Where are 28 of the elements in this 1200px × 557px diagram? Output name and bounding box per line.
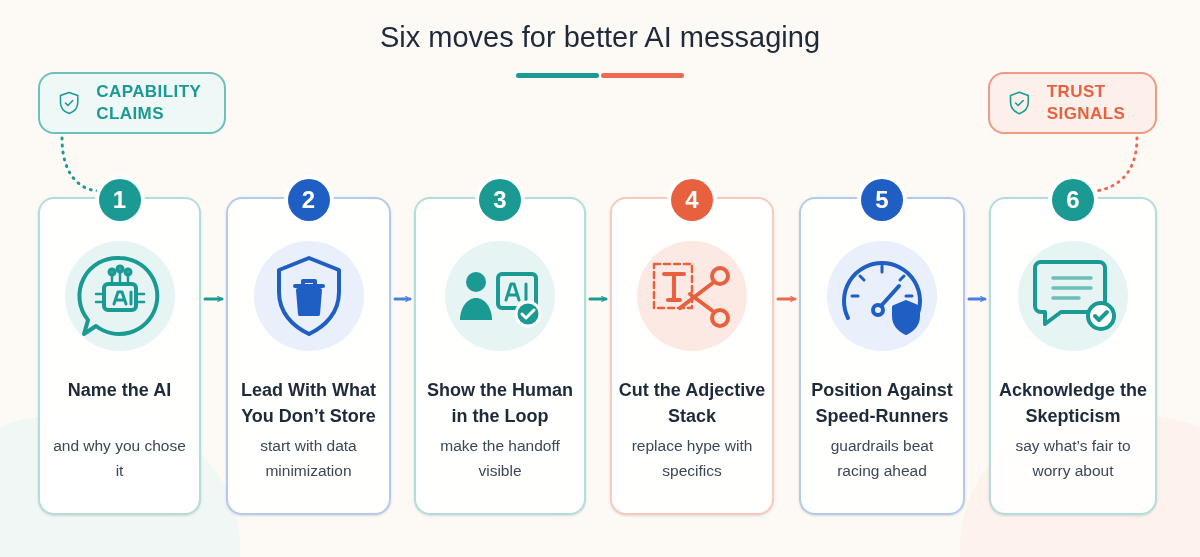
arrow (393, 296, 412, 302)
step-number-badge: 6 (1052, 179, 1094, 221)
step-description: say what’s fair to worry about (1014, 436, 1132, 481)
step-title: Lead With What You Don’t Store (240, 379, 377, 428)
title: Six moves for better AI messaging (380, 20, 820, 55)
category-tag (988, 72, 1157, 134)
arrow (588, 296, 608, 302)
step-description: make the handoff visible (439, 436, 561, 481)
step-title: Name the AI (66, 379, 173, 402)
step-description: guardrails beat racing ahead (829, 436, 935, 481)
step-title: Show the Human in the Loop (426, 379, 574, 428)
arrow (776, 296, 797, 302)
tag-label: CAPABILITY CLAIMS (96, 81, 202, 125)
step-number-badge: 5 (861, 179, 903, 221)
step-description: replace hype with specifics (630, 436, 754, 481)
step-number-badge: 1 (98, 179, 141, 221)
step-number-badge: 4 (671, 179, 713, 221)
step-title: Acknowledge the Skepticism (998, 379, 1148, 428)
arrow (203, 296, 224, 302)
arrow (967, 296, 987, 302)
tag-label: TRUST SIGNALS (1046, 81, 1127, 125)
step-title: Cut the Adjective Stack (617, 379, 767, 428)
step-description: and why you chose it (52, 436, 187, 481)
step-title: Position Against Speed-Runners (810, 379, 954, 428)
step-number-badge: 2 (287, 179, 330, 221)
step-description: start with data minimization (259, 436, 358, 481)
step-number-badge: 3 (479, 179, 521, 221)
category-tag (38, 72, 226, 134)
